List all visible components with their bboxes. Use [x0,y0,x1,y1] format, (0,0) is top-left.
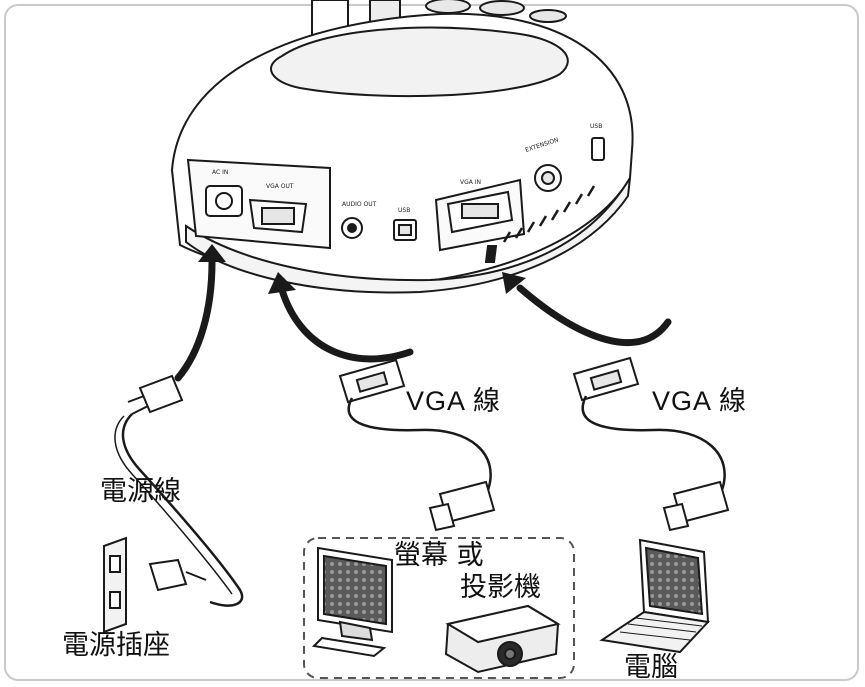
outlet-plug-cord [185,571,207,581]
extension-port-inner [541,171,555,185]
ac-in-socket [215,192,233,210]
outlet-plug [148,558,188,592]
arrowhead-power [198,244,226,262]
arrow-power [174,258,216,382]
usb-top-port [591,137,605,161]
arrow-vga-out [278,286,414,363]
power-cable [121,413,244,607]
laptop-keyboard [599,610,711,654]
power-cord [114,374,244,607]
label-ac-in: AC IN [212,169,228,176]
projector-lens-inner [504,648,516,660]
power-cord-label: 電源線 [100,476,181,507]
computer-label: 電腦 [624,652,678,683]
monitor-base [311,636,387,658]
document-camera-base [170,0,634,294]
vga-cable-computer [572,356,730,532]
monitor-screen [323,554,387,626]
projector-top [445,604,561,644]
projector-label: 投影機 [460,572,541,603]
laptop-keys [619,617,703,641]
control-panel [425,0,567,23]
power-outlet-label: 電源插座 [62,630,170,661]
vent-slots [502,185,596,243]
vga-connector-tip-2 [662,502,690,532]
power-plug [138,374,184,414]
label-usb-top: USB [590,123,602,130]
vga-cable-1-wire [347,397,492,491]
vga-pins-2 [589,369,623,391]
top-ring [270,26,569,98]
display-options-group [303,537,575,679]
vga-pins-1 [355,371,389,393]
vga-cable-monitor [338,358,496,532]
label-vga-in: VGA IN [460,179,481,186]
monitor [311,546,393,658]
arrow-vga-in [516,284,672,347]
power-plug-pin [127,395,145,403]
arrowhead-vga-in [502,272,526,294]
outlet-socket-bottom [109,591,121,609]
vga-connector-tip-1 [428,502,456,532]
arrowhead-vga-out [268,272,296,294]
vga-out-pins [261,207,295,225]
vga-cable-label-2: VGA 線 [652,386,748,416]
laptop-screen [644,546,704,616]
base-skirt [185,177,631,294]
arrow-heads [198,244,526,294]
vga-cable-2-wire [581,395,726,491]
monitor-stand [338,620,374,642]
label-audio-out: AUDIO OUT [342,201,377,208]
outlet-socket-top [109,555,121,573]
vga-in-pins [461,203,499,219]
device-foot [484,245,498,263]
power-cable-edge [114,415,233,595]
connection-arrows [174,258,672,382]
usb-port-inner [398,224,412,236]
vga-cable-label-1: VGA 線 [406,386,502,416]
laptop [599,538,711,654]
monitor-label: 螢幕 或 [394,540,484,571]
projector [444,604,561,674]
audio-out-hole [347,223,357,233]
power-plug-pin [131,405,149,415]
label-usb: USB [398,207,410,214]
wall-outlet [103,536,127,634]
label-vga-out: VGA OUT [266,183,294,190]
outlet-plate [103,536,127,634]
